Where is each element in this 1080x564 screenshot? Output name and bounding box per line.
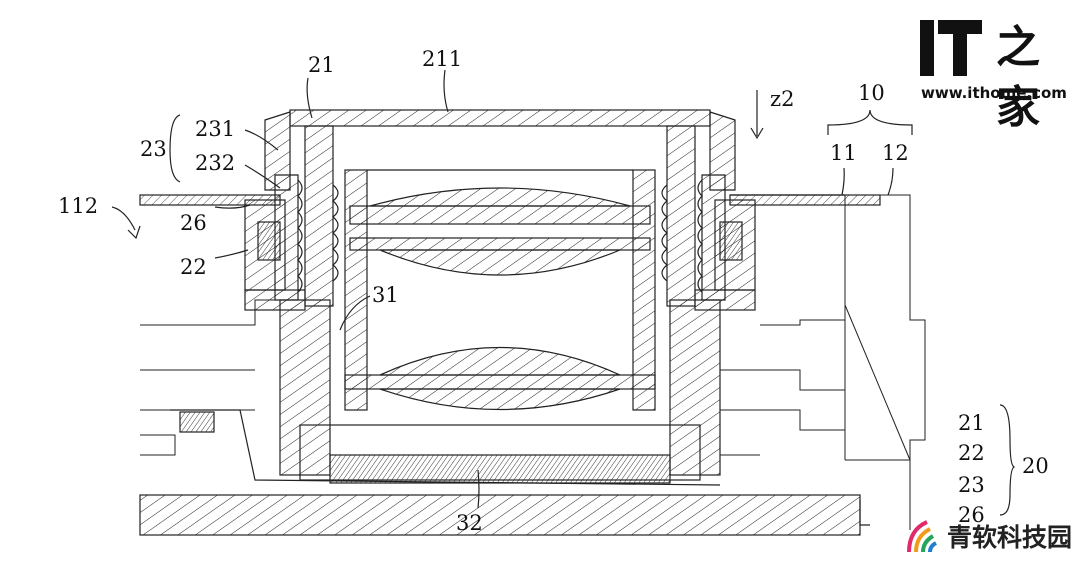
- lens-carrier: [344, 169, 656, 411]
- logo-mark: IT: [920, 18, 921, 19]
- bottom-board: [139, 494, 870, 536]
- ring-231: [264, 111, 736, 191]
- label-22: 22: [180, 255, 207, 279]
- watermark: 青软科技园: [905, 514, 1072, 558]
- label-32: 32: [456, 511, 483, 535]
- legend-26: 26: [958, 503, 985, 527]
- label-10: 10: [858, 81, 885, 105]
- label-211: 211: [422, 47, 462, 71]
- label-11: 11: [830, 141, 857, 165]
- label-z2: z2: [770, 87, 794, 111]
- leader-lines: [111, 69, 1016, 516]
- actuator-coil: [244, 199, 756, 291]
- barrel-walls: [304, 125, 696, 307]
- logo-chinese: 之家: [996, 22, 1042, 133]
- label-112: 112: [58, 194, 98, 218]
- lens-elements: [344, 187, 656, 411]
- legend-23: 23: [958, 473, 985, 497]
- legend-22: 22: [958, 441, 985, 465]
- lower-holder: [279, 299, 721, 481]
- flex-cable: [170, 409, 721, 486]
- qingruan-logo-icon: [907, 520, 937, 553]
- label-232: 232: [195, 151, 235, 175]
- label-12: 12: [882, 141, 909, 165]
- image-sensor: [329, 454, 671, 484]
- watermark-text: 青软科技园: [947, 523, 1073, 552]
- ithome-logo-icon: IT: [920, 18, 982, 76]
- legend-21: 21: [958, 411, 985, 435]
- label-231: 231: [195, 117, 235, 141]
- label-21-top: 21: [308, 53, 335, 77]
- housing-outline: [140, 194, 926, 530]
- label-31: 31: [372, 283, 399, 307]
- label-20: 20: [1022, 454, 1049, 478]
- barrel-cap: [289, 109, 711, 127]
- label-23: 23: [140, 137, 167, 161]
- label-26: 26: [180, 211, 207, 235]
- logo-url: www.ithome.com: [921, 84, 1067, 102]
- part-labels: 21 211 z2 10 11 12 23 231 232 112 26 22 …: [58, 47, 1049, 535]
